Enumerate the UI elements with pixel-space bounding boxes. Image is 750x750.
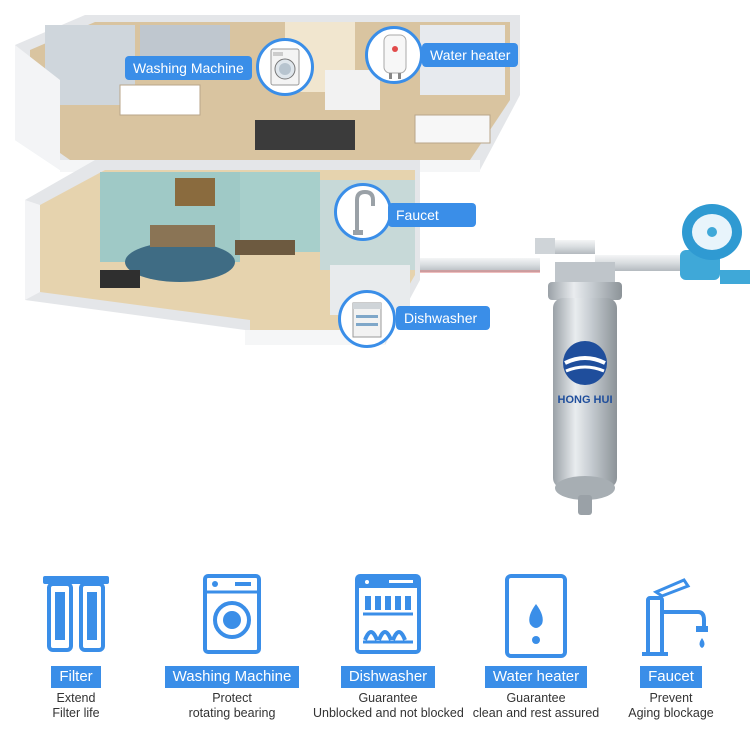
faucet-callout: Faucet	[388, 203, 476, 227]
feature-title: Water heater	[484, 666, 588, 688]
feature-desc-line1: Guarantee	[358, 691, 418, 705]
feature-desc-line2: clean and rest assured	[472, 706, 600, 720]
dishwasher-callout: Dishwasher	[396, 306, 490, 330]
water-heater-callout: Water heater	[422, 43, 519, 67]
washing-machine-callout: Washing Machine	[125, 56, 252, 80]
washing-machine-icon	[187, 570, 277, 660]
faucet-icon	[353, 189, 375, 235]
water-heater-icon	[491, 570, 581, 660]
dishwasher-icon	[352, 302, 382, 338]
feature-desc-line2: Filter life	[52, 706, 100, 720]
feature-title: Dishwasher	[340, 666, 436, 688]
house-cutaway-illustration: HONG HUI	[15, 15, 750, 515]
feature-title: Filter	[51, 666, 101, 688]
feature-filter: Filter Extend Filter life	[1, 570, 151, 721]
faucet-icon	[626, 570, 716, 660]
dishwasher-bubble	[338, 290, 396, 348]
feature-desc-line1: Extend	[56, 691, 96, 705]
feature-desc-line1: Protect	[212, 691, 252, 705]
water-meter	[680, 204, 750, 284]
faucet-bubble	[334, 183, 392, 241]
feature-washing-machine: Washing Machine Protect rotating bearing	[157, 570, 307, 721]
feature-desc-line1: Guarantee	[506, 691, 566, 705]
water-filter-housing: HONG HUI	[548, 262, 622, 515]
feature-title: Faucet	[640, 666, 702, 688]
feature-desc-line1: Prevent	[649, 691, 693, 705]
lower-floor	[25, 160, 420, 345]
feature-desc-line2: rotating bearing	[188, 706, 276, 720]
filter-cartridges-icon	[31, 570, 121, 660]
washing-machine-bubble	[256, 38, 314, 96]
feature-desc-line2: Unblocked and not blocked	[313, 706, 464, 720]
water-pipes	[420, 238, 690, 273]
washing-machine-icon	[270, 48, 300, 86]
water-heater-icon	[383, 34, 407, 79]
feature-faucet: Faucet Prevent Aging blockage	[596, 570, 746, 721]
feature-water-heater: Water heater Guarantee clean and rest as…	[461, 570, 611, 721]
feature-dishwasher: Dishwasher Guarantee Unblocked and not b…	[313, 570, 464, 721]
water-heater-bubble	[365, 26, 423, 84]
upper-floor	[15, 15, 520, 172]
filter-brand-label: HONG HUI	[558, 394, 613, 406]
feature-desc-line2: Aging blockage	[628, 706, 714, 720]
feature-title: Washing Machine	[164, 666, 300, 688]
dishwasher-icon	[343, 570, 433, 660]
